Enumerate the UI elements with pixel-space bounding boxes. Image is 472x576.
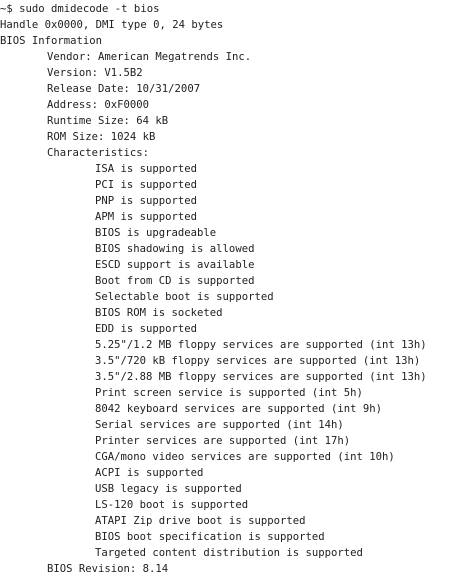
- version-line: Version: V1.5B2: [47, 67, 143, 79]
- characteristic-item: 3.5"/2.88 MB floppy services are support…: [95, 371, 427, 383]
- characteristic-item: Printer services are supported (int 17h): [95, 435, 351, 447]
- address-line: Address: 0xF0000: [47, 99, 150, 111]
- characteristic-item: ESCD support is available: [95, 259, 255, 271]
- characteristic-item: Serial services are supported (int 14h): [95, 419, 344, 431]
- characteristic-item: BIOS shadowing is allowed: [95, 243, 255, 255]
- command-prompt-line: ~$ sudo dmidecode -t bios: [0, 3, 160, 15]
- runtime-size-line: Runtime Size: 64 kB: [47, 115, 169, 127]
- characteristics-label: Characteristics:: [47, 147, 150, 159]
- characteristic-item: Boot from CD is supported: [95, 275, 255, 287]
- characteristic-item: 5.25"/1.2 MB floppy services are support…: [95, 339, 427, 351]
- characteristic-item: BIOS ROM is socketed: [95, 307, 223, 319]
- vendor-line: Vendor: American Megatrends Inc.: [47, 51, 252, 63]
- section-title: BIOS Information: [0, 35, 103, 47]
- release-date-line: Release Date: 10/31/2007: [47, 83, 201, 95]
- characteristic-item: PCI is supported: [95, 179, 198, 191]
- characteristic-item: Targeted content distribution is support…: [95, 547, 363, 559]
- characteristic-item: Print screen service is supported (int 5…: [95, 387, 363, 399]
- characteristic-item: BIOS boot specification is supported: [95, 531, 325, 543]
- characteristic-item: EDD is supported: [95, 323, 198, 335]
- rom-size-line: ROM Size: 1024 kB: [47, 131, 156, 143]
- characteristic-item: 3.5"/720 kB floppy services are supporte…: [95, 355, 421, 367]
- characteristic-item: Selectable boot is supported: [95, 291, 274, 303]
- characteristic-item: BIOS is upgradeable: [95, 227, 217, 239]
- characteristic-item: APM is supported: [95, 211, 198, 223]
- characteristic-item: ACPI is supported: [95, 467, 204, 479]
- characteristic-item: USB legacy is supported: [95, 483, 242, 495]
- characteristic-item: LS-120 boot is supported: [95, 499, 249, 511]
- characteristic-item: 8042 keyboard services are supported (in…: [95, 403, 383, 415]
- bios-revision-line: BIOS Revision: 8.14: [47, 563, 169, 575]
- characteristic-item: PNP is supported: [95, 195, 198, 207]
- characteristic-item: ISA is supported: [95, 163, 198, 175]
- characteristic-item: ATAPI Zip drive boot is supported: [95, 515, 306, 527]
- characteristic-item: CGA/mono video services are supported (i…: [95, 451, 395, 463]
- handle-line: Handle 0x0000, DMI type 0, 24 bytes: [0, 19, 224, 31]
